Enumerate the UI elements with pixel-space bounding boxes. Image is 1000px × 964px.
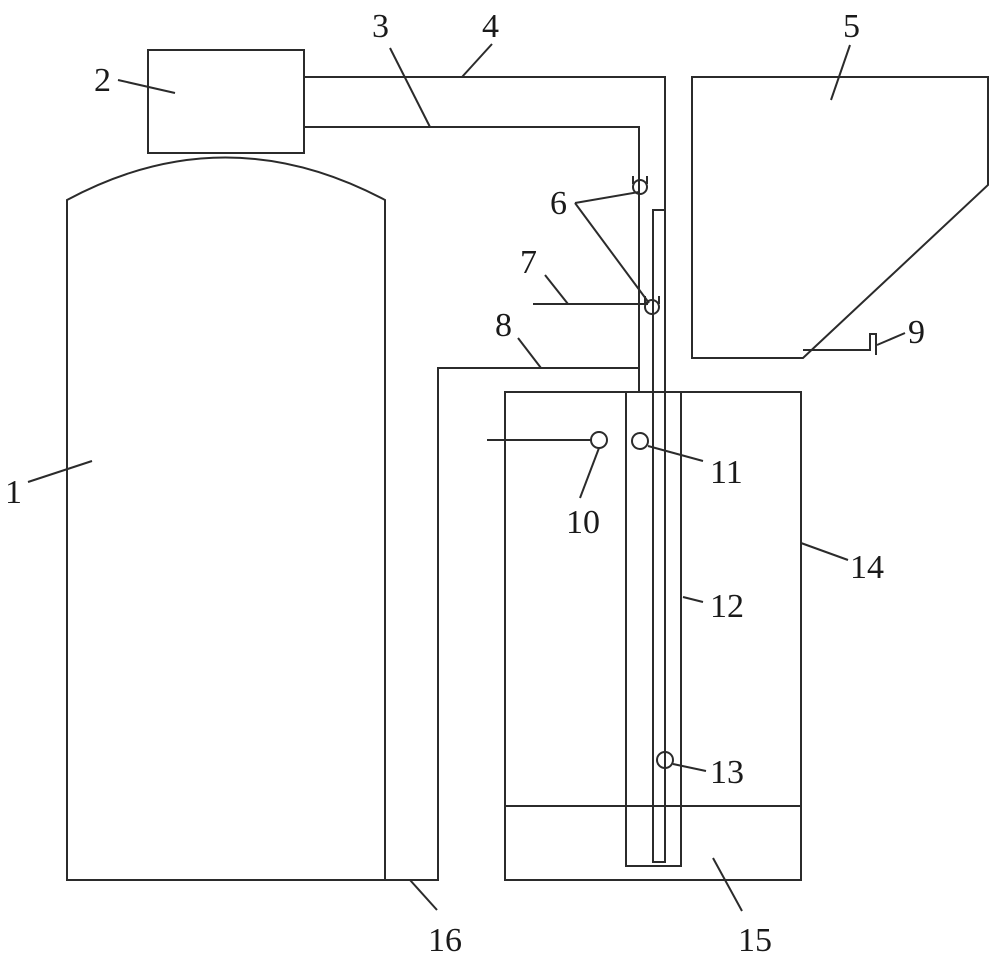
label-13: 13 bbox=[710, 754, 744, 791]
label-16: 16 bbox=[428, 922, 462, 959]
label-1: 1 bbox=[5, 474, 22, 511]
label-8: 8 bbox=[495, 307, 512, 344]
label-6: 6 bbox=[550, 185, 567, 222]
pipe-8 bbox=[385, 367, 639, 881]
box-2 bbox=[147, 49, 305, 154]
label-2: 2 bbox=[94, 62, 111, 99]
label-15: 15 bbox=[738, 922, 772, 959]
sensor-13 bbox=[656, 751, 674, 769]
inner-tube bbox=[625, 391, 682, 867]
sensor-11 bbox=[631, 432, 649, 450]
label-14: 14 bbox=[850, 549, 884, 586]
label-4: 4 bbox=[482, 8, 499, 45]
label-12: 12 bbox=[710, 588, 744, 625]
label-5: 5 bbox=[843, 8, 860, 45]
pipe-4 bbox=[304, 76, 666, 210]
label-9: 9 bbox=[908, 314, 925, 351]
hopper-5 bbox=[691, 76, 989, 359]
valve-6-upper bbox=[632, 176, 648, 195]
tank-1 bbox=[66, 156, 386, 881]
label-3: 3 bbox=[372, 8, 389, 45]
outlet-9 bbox=[803, 333, 877, 355]
label-11: 11 bbox=[710, 454, 743, 491]
leader-lines bbox=[27, 43, 906, 912]
pipe-3 bbox=[304, 126, 640, 392]
label-7: 7 bbox=[520, 244, 537, 281]
tube-12 bbox=[652, 209, 666, 863]
label-10: 10 bbox=[566, 504, 600, 541]
